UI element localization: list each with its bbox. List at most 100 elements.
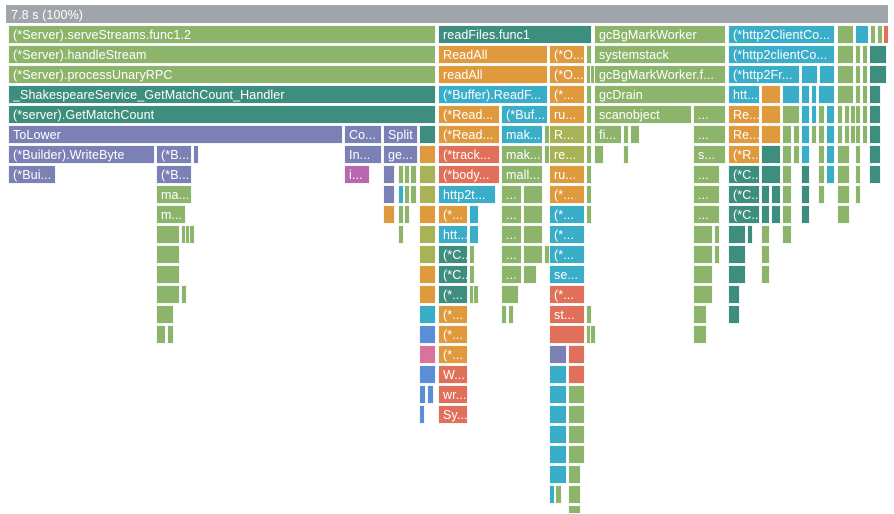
flame-frame-unlabeled[interactable] bbox=[870, 25, 876, 44]
flame-frame-unlabeled[interactable] bbox=[590, 325, 596, 344]
flame-frame[interactable]: (*Server).handleStream bbox=[8, 45, 436, 64]
flame-frame-unlabeled[interactable] bbox=[549, 405, 567, 424]
flame-frame-unlabeled[interactable] bbox=[404, 205, 410, 224]
flame-frame-unlabeled[interactable] bbox=[837, 45, 854, 64]
flame-frame[interactable]: htt... bbox=[438, 225, 468, 244]
flame-frame-unlabeled[interactable] bbox=[156, 325, 166, 344]
flame-frame[interactable]: (*Read... bbox=[438, 105, 500, 124]
flame-frame-unlabeled[interactable] bbox=[469, 205, 479, 224]
flame-frame-unlabeled[interactable] bbox=[761, 85, 781, 104]
flame-frame-unlabeled[interactable] bbox=[501, 285, 519, 304]
flame-frame[interactable]: systemstack bbox=[594, 45, 726, 64]
flame-frame-unlabeled[interactable] bbox=[469, 245, 475, 264]
flame-frame-unlabeled[interactable] bbox=[818, 105, 825, 124]
flame-frame-unlabeled[interactable] bbox=[623, 145, 629, 164]
flame-frame-unlabeled[interactable] bbox=[630, 125, 640, 144]
flame-frame-unlabeled[interactable] bbox=[862, 105, 868, 124]
flame-frame-unlabeled[interactable] bbox=[761, 145, 781, 164]
flame-frame-unlabeled[interactable] bbox=[523, 225, 543, 244]
flame-frame-unlabeled[interactable] bbox=[473, 285, 479, 304]
flame-frame-unlabeled[interactable] bbox=[568, 405, 585, 424]
flame-frame[interactable]: se... bbox=[549, 265, 585, 284]
flame-frame-unlabeled[interactable] bbox=[568, 345, 585, 364]
flame-frame[interactable]: (*http2clientCo... bbox=[728, 45, 835, 64]
flame-frame[interactable]: gcBgMarkWorker.f... bbox=[594, 65, 726, 84]
flame-frame[interactable]: ToLower bbox=[8, 125, 343, 144]
flame-frame[interactable]: (*B... bbox=[156, 165, 192, 184]
flame-frame-unlabeled[interactable] bbox=[568, 385, 585, 404]
flame-frame-unlabeled[interactable] bbox=[419, 145, 436, 164]
flame-frame[interactable]: (*O... bbox=[549, 45, 585, 64]
flame-frame[interactable]: (*... bbox=[549, 285, 585, 304]
flame-frame-unlabeled[interactable] bbox=[193, 145, 199, 164]
flame-frame-unlabeled[interactable] bbox=[586, 145, 592, 164]
flame-frame-unlabeled[interactable] bbox=[549, 325, 585, 344]
flame-frame-unlabeled[interactable] bbox=[549, 385, 567, 404]
flame-frame[interactable]: (*... bbox=[438, 325, 468, 344]
flame-frame[interactable]: _ShakespeareService_GetMatchCount_Handle… bbox=[8, 85, 436, 104]
flame-frame[interactable]: In... bbox=[344, 145, 382, 164]
flame-frame[interactable]: (*C... bbox=[728, 185, 760, 204]
flame-frame-unlabeled[interactable] bbox=[869, 125, 881, 144]
flame-frame-unlabeled[interactable] bbox=[728, 225, 746, 244]
flame-frame[interactable]: ... bbox=[501, 265, 522, 284]
flame-frame[interactable]: (*B... bbox=[156, 145, 192, 164]
flame-frame-unlabeled[interactable] bbox=[469, 265, 475, 284]
flame-frame[interactable]: Co... bbox=[344, 125, 382, 144]
flame-frame-unlabeled[interactable] bbox=[771, 205, 781, 224]
flame-frame-unlabeled[interactable] bbox=[844, 125, 850, 144]
flame-frame-unlabeled[interactable] bbox=[594, 145, 604, 164]
flame-frame-unlabeled[interactable] bbox=[419, 305, 436, 324]
flame-frame-unlabeled[interactable] bbox=[586, 105, 592, 124]
flame-frame-unlabeled[interactable] bbox=[568, 485, 581, 504]
flame-frame-unlabeled[interactable] bbox=[523, 265, 537, 284]
flame-frame-unlabeled[interactable] bbox=[862, 85, 868, 104]
flame-frame-unlabeled[interactable] bbox=[761, 105, 781, 124]
flame-frame-unlabeled[interactable] bbox=[167, 325, 174, 344]
flame-frame[interactable]: s... bbox=[693, 145, 726, 164]
flame-frame[interactable]: (*... bbox=[438, 285, 468, 304]
flame-frame-unlabeled[interactable] bbox=[398, 225, 404, 244]
flame-frame-unlabeled[interactable] bbox=[801, 185, 810, 204]
flame-frame-unlabeled[interactable] bbox=[782, 225, 792, 244]
flame-frame-unlabeled[interactable] bbox=[837, 85, 854, 104]
flame-frame[interactable]: (*body... bbox=[438, 165, 500, 184]
flame-frame-unlabeled[interactable] bbox=[801, 105, 810, 124]
flame-frame[interactable]: gcBgMarkWorker bbox=[594, 25, 726, 44]
flame-frame[interactable]: ru... bbox=[549, 105, 585, 124]
flame-frame-unlabeled[interactable] bbox=[869, 105, 881, 124]
flame-frame[interactable]: Re... bbox=[728, 125, 760, 144]
flame-frame-unlabeled[interactable] bbox=[508, 305, 514, 324]
flame-frame[interactable]: ReadAll bbox=[438, 45, 548, 64]
flame-frame-unlabeled[interactable] bbox=[419, 325, 436, 344]
flame-frame-unlabeled[interactable] bbox=[549, 365, 567, 384]
flame-frame[interactable]: ... bbox=[693, 165, 720, 184]
flame-frame-unlabeled[interactable] bbox=[862, 45, 868, 64]
flame-frame-unlabeled[interactable] bbox=[549, 485, 555, 504]
flame-frame-unlabeled[interactable] bbox=[501, 305, 507, 324]
flame-frame-unlabeled[interactable] bbox=[855, 145, 861, 164]
flame-frame[interactable]: (*... bbox=[438, 205, 468, 224]
flame-frame-unlabeled[interactable] bbox=[855, 125, 861, 144]
flame-frame-unlabeled[interactable] bbox=[586, 45, 592, 64]
flame-frame-unlabeled[interactable] bbox=[818, 85, 835, 104]
flame-frame-unlabeled[interactable] bbox=[728, 265, 746, 284]
flame-frame-unlabeled[interactable] bbox=[693, 245, 713, 264]
flame-frame-unlabeled[interactable] bbox=[568, 425, 585, 444]
flame-frame-unlabeled[interactable] bbox=[404, 165, 410, 184]
flame-frame-unlabeled[interactable] bbox=[801, 165, 810, 184]
flame-frame-unlabeled[interactable] bbox=[549, 425, 567, 444]
flame-frame-unlabeled[interactable] bbox=[837, 185, 850, 204]
flame-frame-unlabeled[interactable] bbox=[782, 145, 792, 164]
flame-frame-unlabeled[interactable] bbox=[837, 125, 843, 144]
flame-frame-unlabeled[interactable] bbox=[771, 185, 781, 204]
flame-frame-unlabeled[interactable] bbox=[747, 225, 753, 244]
flame-frame-unlabeled[interactable] bbox=[586, 165, 592, 184]
flame-frame-unlabeled[interactable] bbox=[549, 345, 567, 364]
flame-frame-unlabeled[interactable] bbox=[419, 285, 436, 304]
flame-frame-unlabeled[interactable] bbox=[383, 205, 395, 224]
flame-frame-unlabeled[interactable] bbox=[826, 105, 835, 124]
flame-frame-unlabeled[interactable] bbox=[728, 245, 746, 264]
flame-frame-unlabeled[interactable] bbox=[586, 85, 592, 104]
flame-frame-unlabeled[interactable] bbox=[419, 345, 436, 364]
